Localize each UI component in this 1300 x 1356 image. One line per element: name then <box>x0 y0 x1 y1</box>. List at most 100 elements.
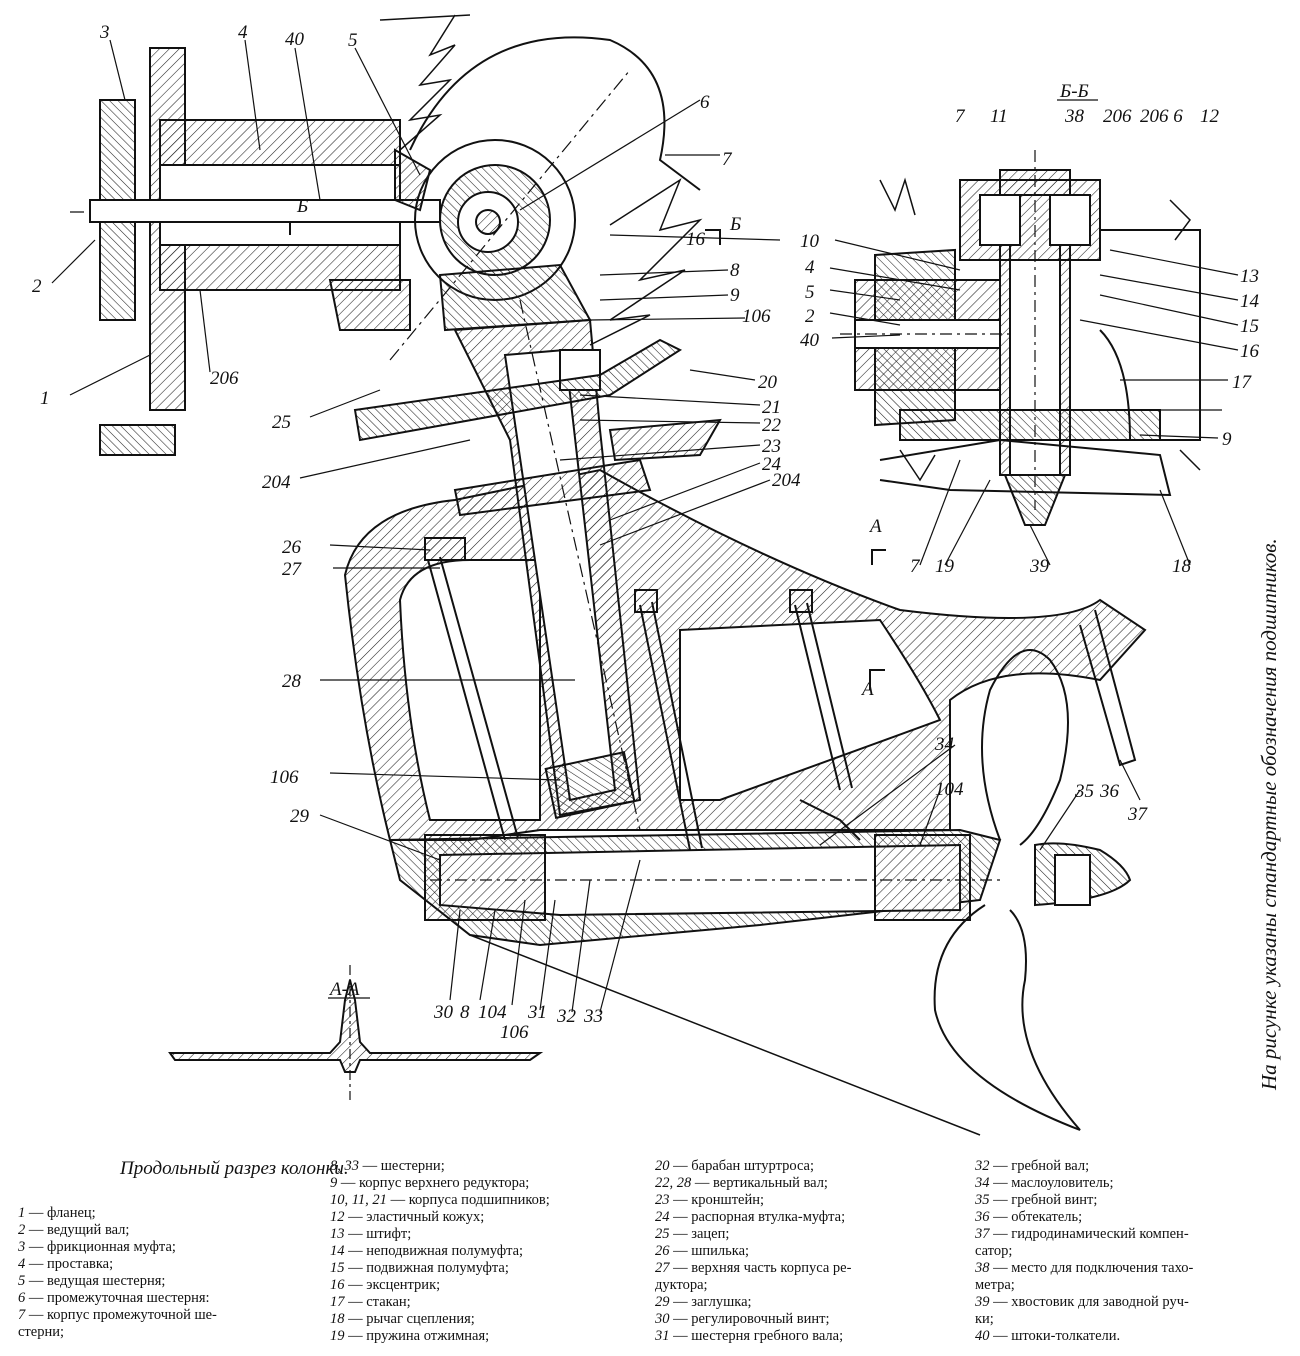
legend-item: 20 — барабан штуртроса; <box>655 1158 955 1175</box>
callout-c21: 21 <box>762 397 781 418</box>
legend-item: 18 — рычаг сцепления; <box>330 1311 640 1328</box>
legend-item: 40 — штоки-толкатели. <box>975 1328 1275 1345</box>
section-cut-markers <box>289 221 886 690</box>
legend-item: 32 — гребной вал; <box>975 1158 1275 1175</box>
callout-d40: 40 <box>800 330 820 351</box>
legend-item-number: 9 <box>330 1175 338 1191</box>
legend-item-number: 18 <box>330 1311 345 1327</box>
callout-c204a: 204 <box>772 470 801 491</box>
legend-item: 37 — гидродинамический компен- <box>975 1226 1275 1243</box>
callout-d14: 14 <box>1240 291 1260 312</box>
legend-item: 9 — корпус верхнего редуктора; <box>330 1175 640 1192</box>
legend-item-text: — гребной вал; <box>989 1158 1090 1174</box>
legend-item-text: — вертикальный вал; <box>691 1175 828 1191</box>
legend-item: 29 — заглушка; <box>655 1294 955 1311</box>
legend-item-text: ки; <box>975 1311 994 1327</box>
callout-c204b: 204 <box>262 472 291 493</box>
legend-item-number: 24 <box>655 1209 670 1225</box>
legend-item-number: 2 <box>18 1222 26 1238</box>
legend-item-number: 17 <box>330 1294 345 1310</box>
legend-item-text: — регулировочный винт; <box>669 1311 830 1327</box>
callout-c1: 1 <box>40 388 50 409</box>
legend-item-number: 14 <box>330 1243 345 1259</box>
legend-item-text: — неподвижная полумуфта; <box>344 1243 524 1259</box>
legend-item-number: 22, 28 <box>655 1175 692 1191</box>
callout-c9a: 9 <box>730 285 740 306</box>
legend-item-text: — промежуточная шестерня: <box>25 1290 210 1306</box>
legend-item-text: — шестерня гребного вала; <box>669 1328 844 1344</box>
legend-item: 12 — эластичный кожух; <box>330 1209 640 1226</box>
callout-c33: 33 <box>583 1006 603 1027</box>
callout-c16a: 16 <box>686 229 706 250</box>
legend-item-text: дуктора; <box>655 1277 708 1293</box>
legend-item-text: — фрикционная муфта; <box>25 1239 176 1255</box>
legend-item-text: — рычаг сцепления; <box>344 1311 475 1327</box>
leader-lines <box>51 39 1239 1013</box>
callout-c206a: 206 <box>210 368 239 389</box>
propeller <box>933 609 1137 1131</box>
legend-item-number: 3 <box>18 1239 26 1255</box>
section-title-bb: Б-Б <box>1059 81 1089 102</box>
intermediate-gear-housing <box>379 14 703 361</box>
legend-item-text: — шпилька; <box>669 1243 750 1259</box>
callout-d12: 12 <box>1200 106 1220 127</box>
studs <box>424 537 861 851</box>
callout-c23: 23 <box>762 436 781 457</box>
legend-item: 5 — ведущая шестерня; <box>18 1273 318 1290</box>
legend-item-number: 34 <box>975 1175 990 1191</box>
legend-item: 23 — кронштейн; <box>655 1192 955 1209</box>
callout-c104b: 104 <box>478 1002 507 1023</box>
callout-c27: 27 <box>282 559 303 580</box>
legend-item-text: метра; <box>975 1277 1015 1293</box>
legend-item: 13 — штифт; <box>330 1226 640 1243</box>
legend-item-number: 12 <box>330 1209 345 1225</box>
legend-item: 1 — фланец; <box>18 1205 318 1222</box>
upper-reducer <box>70 47 441 456</box>
legend-column-3: 20 — барабан штуртроса;22, 28 — вертикал… <box>655 1158 955 1345</box>
legend-item-number: 30 <box>655 1311 670 1327</box>
legend-item-number: 20 <box>655 1158 670 1174</box>
legend-item-number: 32 <box>975 1158 990 1174</box>
callout-c20: 20 <box>758 372 778 393</box>
legend-item: дуктора; <box>655 1277 955 1294</box>
legend-item: 35 — гребной винт; <box>975 1192 1275 1209</box>
legend-item-text: — проставка; <box>25 1256 114 1272</box>
callout-c6: 6 <box>700 92 710 113</box>
legend-item: 7 — корпус промежуточной ше- <box>18 1307 318 1324</box>
legend-column-4: 32 — гребной вал;34 — маслоуловитель;35 … <box>975 1158 1275 1345</box>
callout-d2: 2 <box>805 306 815 327</box>
legend-item: 8, 33 — шестерни; <box>330 1158 640 1175</box>
callout-c28: 28 <box>282 671 302 692</box>
callout-c40: 40 <box>285 29 305 50</box>
legend-item: сатор; <box>975 1243 1275 1260</box>
legend-item: 4 — проставка; <box>18 1256 318 1273</box>
legend-item-number: 35 <box>975 1192 990 1208</box>
legend-item: 6 — промежуточная шестерня: <box>18 1290 318 1307</box>
legend-item: 2 — ведущий вал; <box>18 1222 318 1239</box>
legend-item: ки; <box>975 1311 1275 1328</box>
callout-d17: 17 <box>1232 372 1253 393</box>
callout-c24: 24 <box>762 454 782 475</box>
callout-c5: 5 <box>348 30 358 51</box>
legend-item-number: 10, 11, 21 <box>330 1192 387 1208</box>
callout-d2066: 206 6 <box>1140 106 1183 127</box>
callout-c36: 36 <box>1099 781 1120 802</box>
legend-item-number: 5 <box>18 1273 26 1289</box>
legend-item: 22, 28 — вертикальный вал; <box>655 1175 955 1192</box>
callout-c34: 34 <box>934 734 955 755</box>
callout-c26: 26 <box>282 537 302 558</box>
legend-item-text: — гребной винт; <box>989 1192 1098 1208</box>
legend-item-number: 36 <box>975 1209 990 1225</box>
legend-item-text: — барабан штуртроса; <box>669 1158 815 1174</box>
callout-c106b: 106 <box>270 767 299 788</box>
callout-c2a: 2 <box>32 276 42 297</box>
legend-item-text: — зацеп; <box>669 1226 730 1242</box>
legend-item-text: — корпус промежуточной ше- <box>25 1307 217 1323</box>
legend-item: 15 — подвижная полумуфта; <box>330 1260 640 1277</box>
legend-item: 34 — маслоуловитель; <box>975 1175 1275 1192</box>
legend-item-text: — фланец; <box>25 1205 96 1221</box>
callout-d11: 11 <box>990 106 1008 127</box>
legend-item-number: 1 <box>18 1205 26 1221</box>
callout-d19: 19 <box>935 556 955 577</box>
